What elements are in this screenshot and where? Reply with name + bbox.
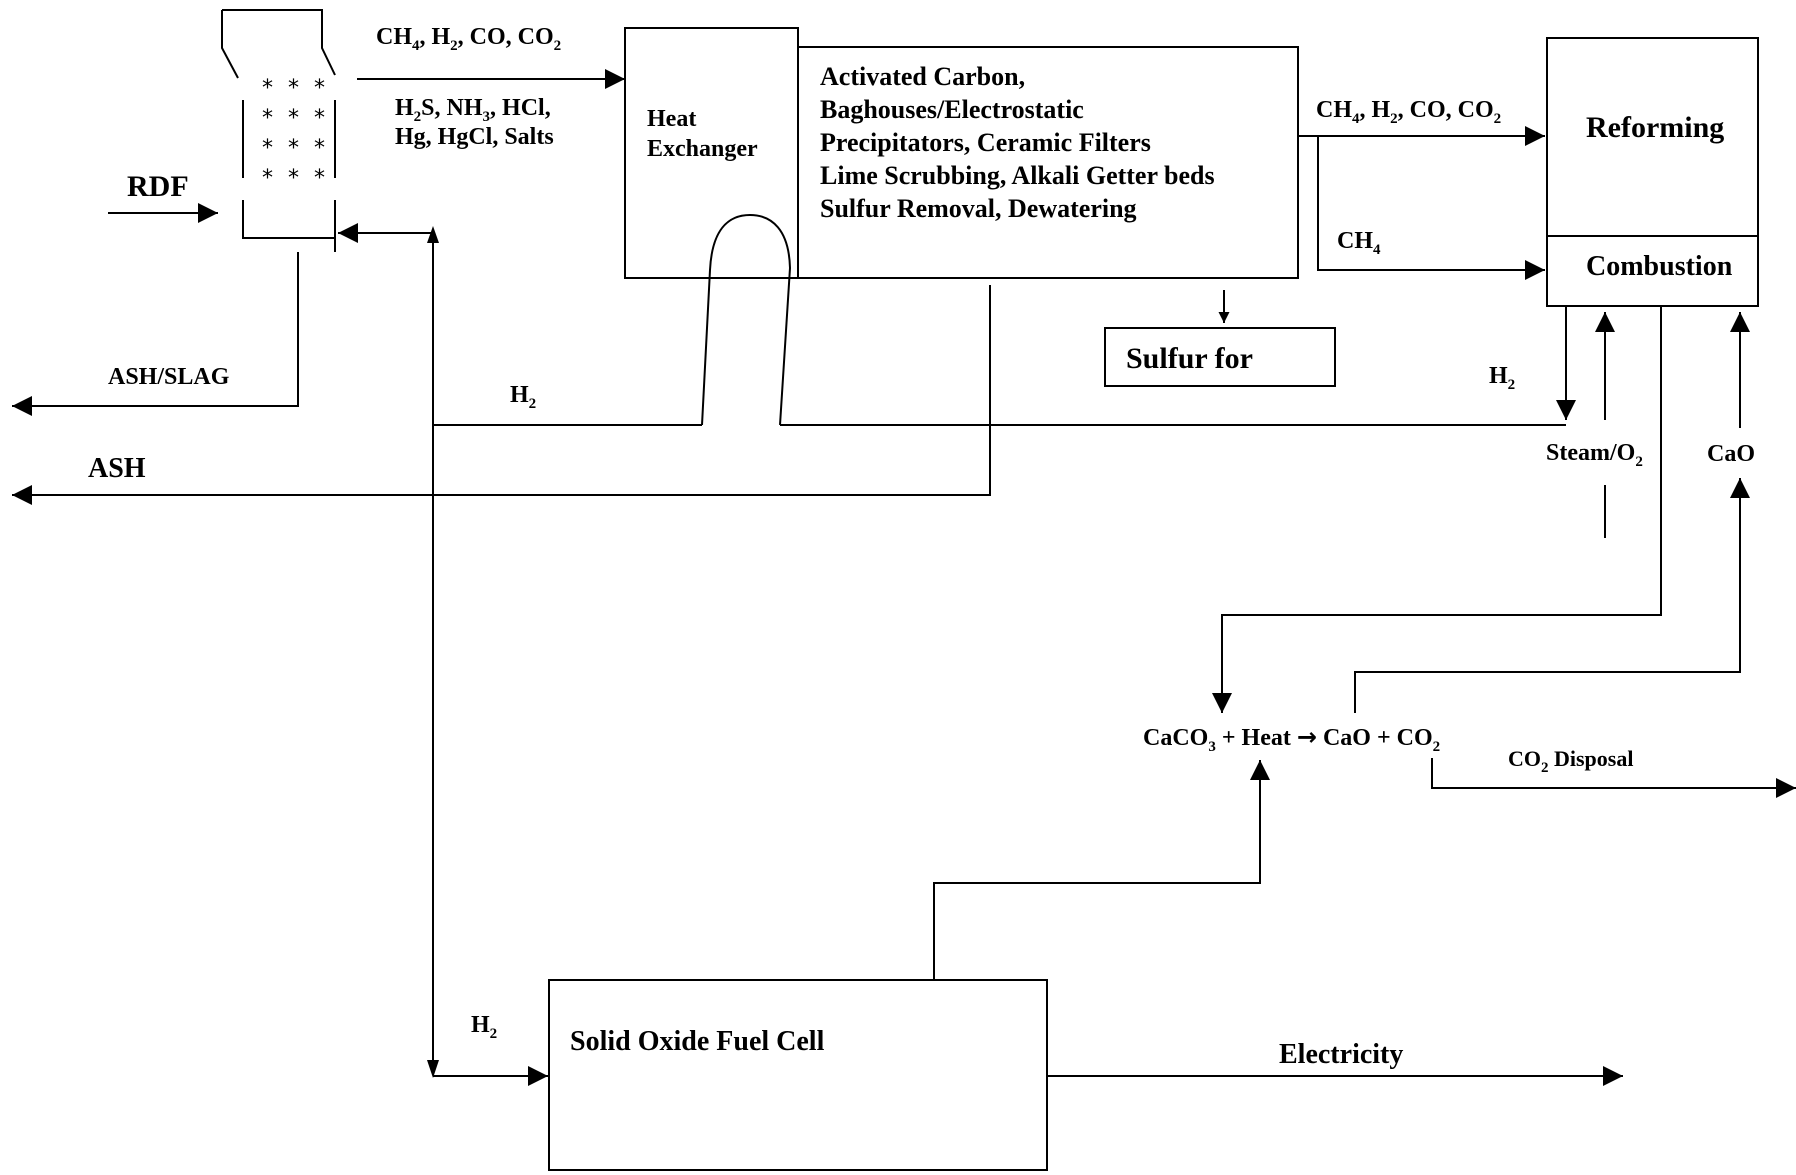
sofc-box bbox=[548, 979, 1048, 1171]
ash-arrow bbox=[12, 285, 991, 505]
combustion-label: Combustion bbox=[1586, 251, 1733, 282]
ash-slag-arrow bbox=[12, 252, 299, 416]
cleanup-line-1: Activated Carbon, bbox=[820, 62, 1025, 91]
heat-exchanger-loop bbox=[701, 213, 792, 426]
heat-exchanger-label-1: Heat bbox=[647, 106, 696, 132]
sulfur-label: Sulfur for bbox=[1126, 342, 1253, 375]
steam-o2-label: Steam/O2 bbox=[1546, 440, 1643, 470]
co2-disposal-label: CO2 Disposal bbox=[1508, 746, 1633, 776]
co2-disposal-arrow bbox=[1431, 758, 1796, 798]
ash-slag-text: ASH/SLAG bbox=[108, 364, 230, 390]
gasifier-particles-3: * * * bbox=[262, 136, 329, 161]
ch4-label: CH4 bbox=[1337, 228, 1381, 258]
cleanup-line-4: Lime Scrubbing, Alkali Getter beds bbox=[820, 161, 1215, 190]
gasifier-particles-1: * * * bbox=[262, 76, 329, 101]
combustion-to-calciner bbox=[1212, 306, 1662, 713]
raw-gas-label-1: CH4, H2, CO, CO2 bbox=[376, 24, 561, 54]
sulfur-box bbox=[1104, 327, 1336, 387]
h2-sofc-label: H2 bbox=[471, 1012, 497, 1042]
raw-gas-label-2: H2S, NH3, HCl, bbox=[395, 95, 551, 125]
ch4-arrow bbox=[1317, 136, 1545, 280]
cleanup-line-2: Baghouses/Electrostatic bbox=[820, 95, 1084, 124]
h2-mid-label: H2 bbox=[510, 382, 536, 412]
gas-cleanup-box bbox=[797, 46, 1299, 279]
reformer-box bbox=[1546, 37, 1759, 307]
rdf-label: RDF bbox=[127, 170, 189, 203]
ash-label: ASH bbox=[88, 453, 146, 484]
heat-exchanger-label-2: Exchanger bbox=[647, 136, 758, 162]
cao-return bbox=[1354, 478, 1750, 713]
heat-exchanger-box bbox=[624, 27, 799, 279]
raw-gas-label-3: Hg, HgCl, Salts bbox=[395, 124, 554, 150]
h2-riser-top-arrow bbox=[427, 226, 439, 243]
sofc-label: Solid Oxide Fuel Cell bbox=[570, 1026, 825, 1057]
h2-riser-bottom-arrow bbox=[427, 1060, 439, 1078]
cao-label: CaO bbox=[1707, 441, 1755, 467]
gasifier-particles-2: * * * bbox=[262, 106, 329, 131]
sofc-heat-arrow bbox=[933, 760, 1270, 980]
cleanup-line-3: Precipitators, Ceramic Filters bbox=[820, 128, 1151, 157]
reformer-h2-label: H2 bbox=[1489, 363, 1515, 393]
clean-gas-label: CH4, H2, CO, CO2 bbox=[1316, 97, 1501, 127]
gasifier-particles-4: * * * bbox=[262, 166, 329, 191]
gasifier: * * * * * * * * * * * * bbox=[221, 9, 336, 252]
cleanup-line-5: Sulfur Removal, Dewatering bbox=[820, 194, 1137, 223]
reforming-label: Reforming bbox=[1586, 111, 1724, 144]
calcination-reaction: CaCO3 + Heat → CaO + CO2 bbox=[1143, 723, 1440, 755]
electricity-label: Electricity bbox=[1279, 1039, 1403, 1070]
